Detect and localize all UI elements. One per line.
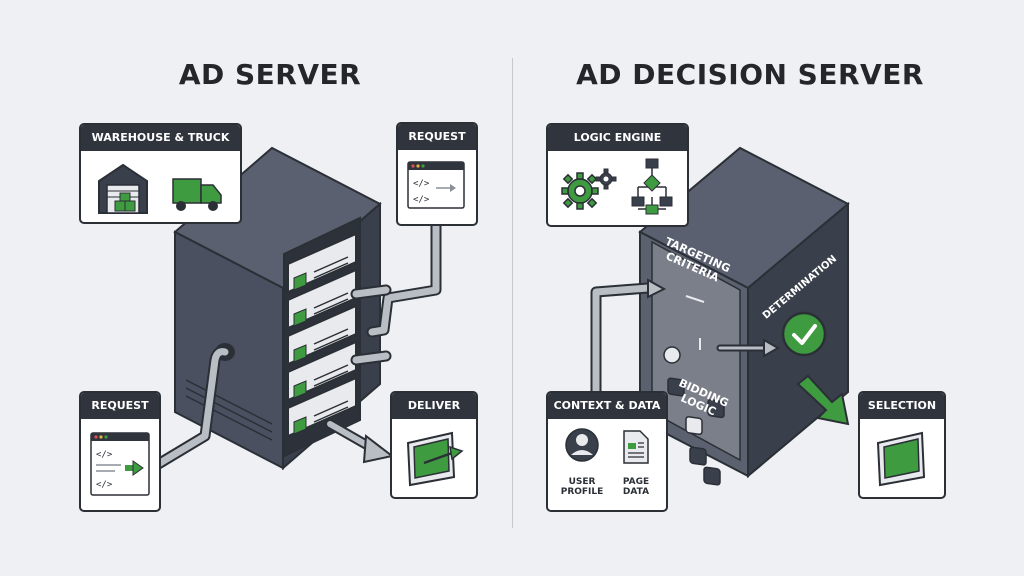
logic-engine-card: LOGIC ENGINE: [546, 123, 689, 227]
ad-server-title: AD SERVER: [178, 58, 362, 91]
code-window-icon: </> </>: [407, 161, 465, 209]
svg-text:</>: </>: [413, 179, 430, 189]
gear-icon: [561, 168, 617, 210]
deliver-card-title: DELIVER: [392, 393, 476, 419]
deliver-arrowhead: [362, 434, 395, 464]
monitor-icon: [406, 431, 464, 487]
selection-card-title: SELECTION: [860, 393, 944, 419]
user-profile-label: USER PROFILE: [560, 477, 604, 497]
context-data-card-title: CONTEXT & DATA: [548, 393, 666, 419]
determination-arrowhead: [763, 338, 781, 358]
ad-decision-server-title: AD DECISION SERVER: [576, 58, 924, 91]
logic-engine-card-title: LOGIC ENGINE: [548, 125, 687, 151]
warehouse-truck-card-title: WAREHOUSE & TRUCK: [81, 125, 240, 151]
deliver-card-body: [392, 419, 476, 497]
right-pipes: [590, 282, 770, 398]
deliver-card: DELIVER: [390, 391, 478, 499]
checkmark-icon: [781, 311, 827, 357]
monitor-icon: [876, 431, 926, 487]
warehouse-truck-card: WAREHOUSE & TRUCK: [79, 123, 242, 224]
server-unit-4: [287, 340, 357, 402]
server-unit-3: [287, 304, 357, 366]
warehouse-truck-card-body: [81, 151, 240, 222]
truck-icon: [172, 178, 222, 211]
svg-text:</>: </>: [96, 480, 113, 490]
selection-arrow: [796, 374, 850, 426]
request-bottom-card-title: REQUEST: [81, 393, 159, 419]
page-data-label: PAGE DATA: [622, 477, 650, 497]
server-unit-5: [287, 376, 357, 438]
request-top-card-title: REQUEST: [398, 124, 476, 150]
context-arrowhead: [647, 278, 667, 299]
request-top-card-body: </> </>: [398, 150, 476, 224]
logic-engine-card-body: [548, 151, 687, 225]
request-bottom-card: REQUEST </> </>: [79, 391, 161, 512]
server-unit-2: [287, 268, 357, 330]
logic-flow: [663, 295, 725, 486]
document-icon: [623, 430, 649, 464]
context-data-card: CONTEXT & DATA USER PROFILE PAGE DATA: [546, 391, 668, 512]
selection-card: SELECTION: [858, 391, 946, 499]
server-unit-1: [287, 232, 357, 294]
request-top-card: REQUEST </> </>: [396, 122, 478, 226]
flowchart-icon: [631, 158, 673, 215]
selection-card-body: [860, 419, 944, 497]
code-window-icon: </> </>: [90, 432, 150, 496]
context-data-card-body: USER PROFILE PAGE DATA: [548, 419, 666, 510]
section-divider: [512, 58, 513, 528]
svg-text:</>: </>: [413, 195, 430, 205]
warehouse-icon: [98, 163, 148, 214]
svg-text:</>: </>: [96, 450, 113, 460]
user-icon: [565, 428, 599, 462]
request-bottom-card-body: </> </>: [81, 419, 159, 510]
